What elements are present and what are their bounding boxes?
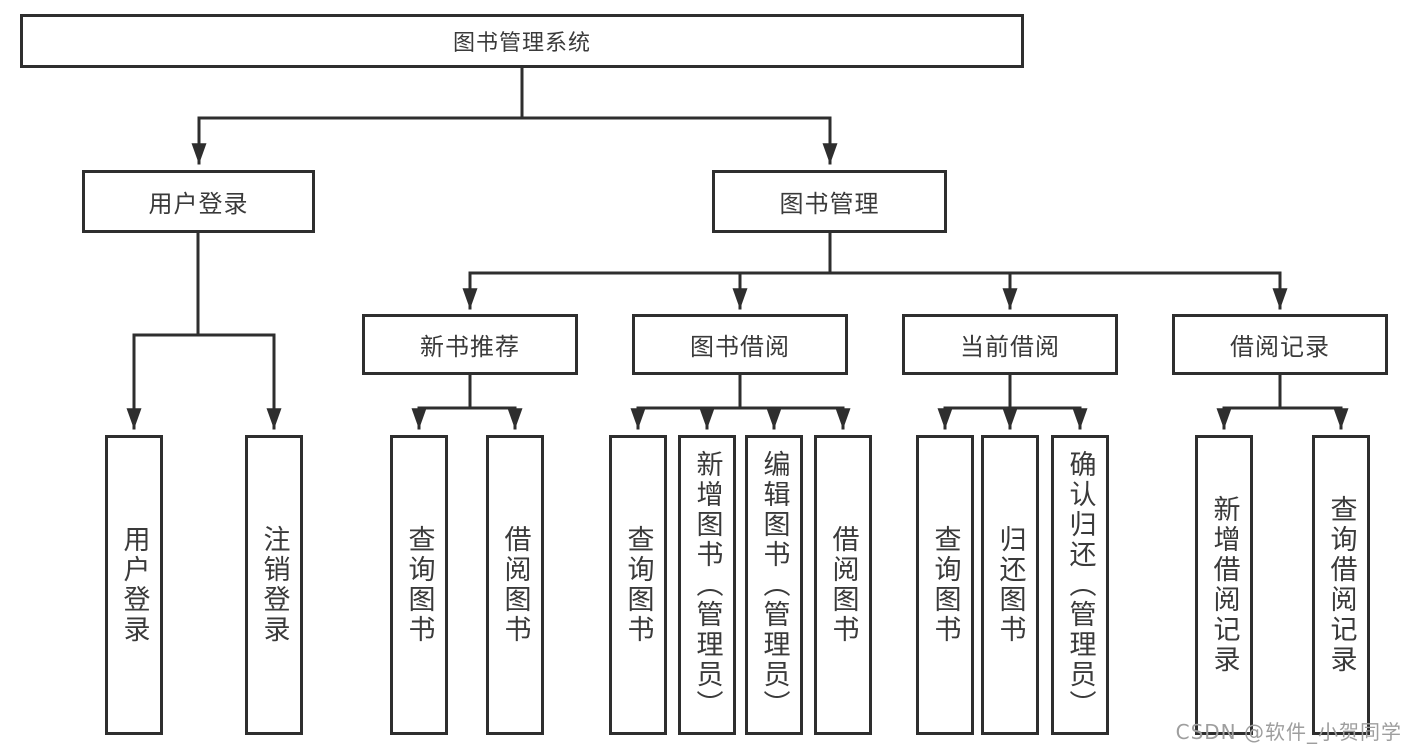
leaf-br-add-record: 新增借阅记录 — [1195, 435, 1253, 735]
leaf-label: 查询图书 — [622, 525, 654, 645]
node-label: 用户登录 — [148, 190, 249, 218]
leaf-bb-query-books: 查询图书 — [609, 435, 667, 735]
node-book-borrowing: 图书借阅 — [632, 314, 848, 375]
node-library-management-system: 图书管理系统 — [20, 14, 1024, 68]
csdn-watermark: CSDN @软件_小贺同学 — [1175, 720, 1402, 744]
node-label: 图书借阅 — [690, 333, 790, 361]
node-new-book-recommend: 新书推荐 — [362, 314, 578, 375]
node-label: 新书推荐 — [420, 333, 520, 361]
leaf-cb-return-books: 归还图书 — [981, 435, 1039, 735]
leaf-user-login: 用户登录 — [105, 435, 163, 735]
leaf-cb-confirm-return-admin: 确认归还（管理员） — [1051, 435, 1109, 735]
leaf-label: 新增图书（管理员） — [691, 450, 723, 720]
leaf-bb-edit-books-admin: 编辑图书（管理员） — [745, 435, 803, 735]
leaf-nbr-borrow-books: 借阅图书 — [486, 435, 544, 735]
leaf-logout-login: 注销登录 — [245, 435, 303, 735]
leaf-label: 编辑图书（管理员） — [758, 450, 790, 720]
leaf-br-query-record: 查询借阅记录 — [1312, 435, 1370, 735]
leaf-label: 查询借阅记录 — [1325, 495, 1357, 675]
leaf-label: 归还图书 — [994, 525, 1026, 645]
node-label: 当前借阅 — [960, 333, 1060, 361]
node-label: 图书管理系统 — [452, 31, 591, 56]
leaf-label: 新增借阅记录 — [1208, 495, 1240, 675]
node-label: 借阅记录 — [1230, 333, 1330, 361]
leaf-label: 借阅图书 — [827, 525, 859, 645]
leaf-cb-query-books: 查询图书 — [916, 435, 974, 735]
leaf-label: 注销登录 — [258, 525, 290, 645]
node-borrowing-records: 借阅记录 — [1172, 314, 1388, 375]
leaf-label: 查询图书 — [403, 525, 435, 645]
node-label: 图书管理 — [779, 190, 880, 218]
leaf-bb-borrow-books: 借阅图书 — [814, 435, 872, 735]
node-current-borrowing: 当前借阅 — [902, 314, 1118, 375]
leaf-label: 用户登录 — [118, 525, 150, 645]
node-user-login-branch: 用户登录 — [82, 170, 315, 233]
node-book-management: 图书管理 — [712, 170, 947, 233]
leaf-label: 查询图书 — [929, 525, 961, 645]
leaf-label: 借阅图书 — [499, 525, 531, 645]
leaf-label: 确认归还（管理员） — [1064, 450, 1096, 720]
leaf-bb-add-books-admin: 新增图书（管理员） — [678, 435, 736, 735]
leaf-nbr-query-books: 查询图书 — [390, 435, 448, 735]
